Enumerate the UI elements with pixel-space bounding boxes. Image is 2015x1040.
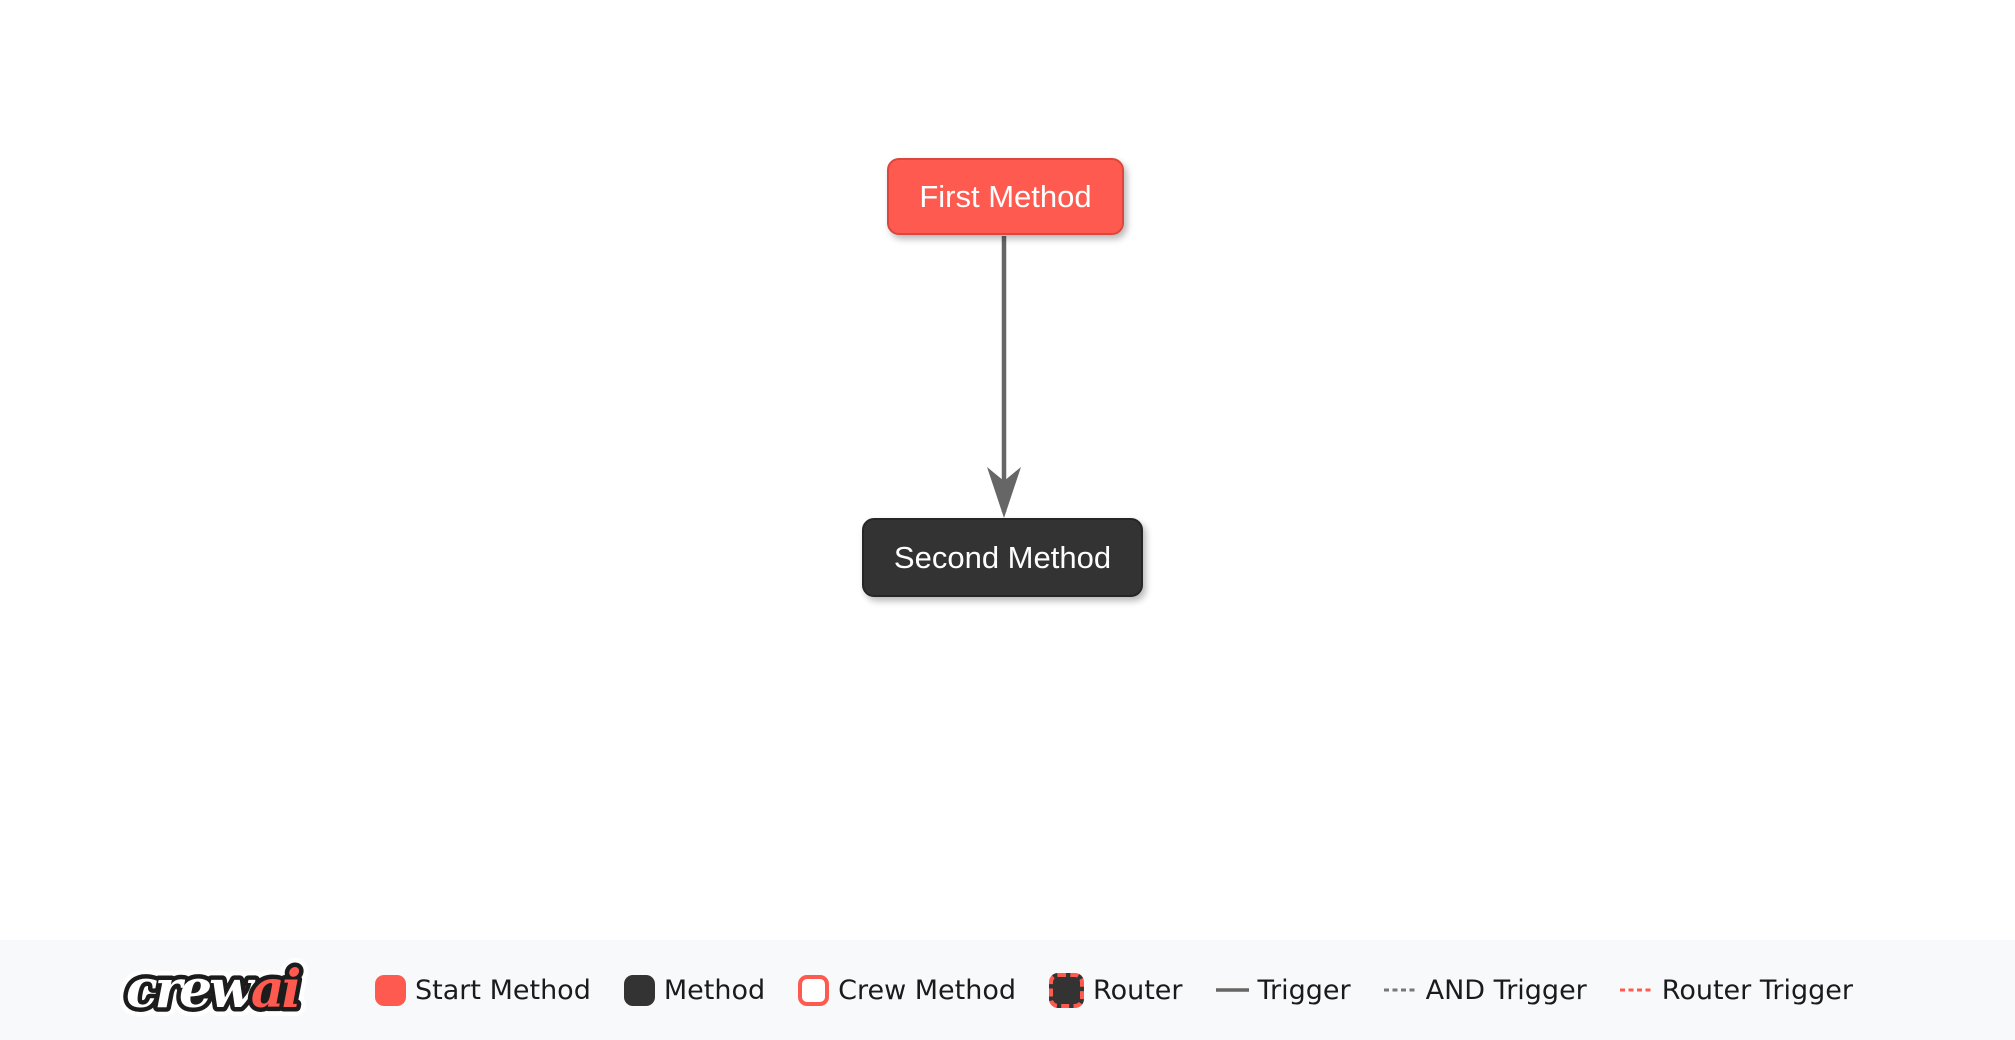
node-second-method-label: Second Method (893, 539, 1112, 575)
legend-label: Trigger (1257, 974, 1351, 1006)
and-trigger-line-icon (1383, 988, 1417, 992)
legend-item-trigger: Trigger (1215, 974, 1351, 1006)
legend-items-row: crewai crewai Start Method Method Crew M… (120, 953, 1853, 1027)
trigger-edge-arrow (987, 236, 1021, 518)
logo-word-crew: crew (126, 959, 256, 1020)
crew-method-swatch-icon (798, 974, 830, 1006)
legend-bar: crewai crewai Start Method Method Crew M… (0, 940, 2015, 1040)
node-first-method[interactable]: First Method (887, 158, 1124, 235)
legend-label: Start Method (415, 974, 591, 1006)
legend-item-and-trigger: AND Trigger (1383, 974, 1587, 1006)
legend-label: AND Trigger (1425, 974, 1587, 1006)
legend-item-crew-method: Crew Method (798, 974, 1017, 1006)
method-swatch-icon (623, 974, 655, 1006)
router-trigger-line-icon (1619, 988, 1653, 992)
legend-item-method: Method (623, 974, 766, 1006)
router-swatch-icon (1049, 972, 1085, 1008)
legend-label: Router Trigger (1661, 974, 1853, 1006)
node-second-method[interactable]: Second Method (862, 518, 1143, 597)
legend-item-start-method: Start Method (375, 974, 591, 1006)
flow-canvas: First Method Second Method (862, 158, 1143, 597)
svg-text:crewai: crewai (126, 959, 300, 1020)
node-first-method-label: First Method (919, 178, 1092, 214)
legend-label: Crew Method (838, 974, 1017, 1006)
start-method-swatch-icon (375, 974, 407, 1006)
trigger-line-icon (1215, 988, 1249, 992)
legend-item-router: Router (1049, 972, 1183, 1008)
crewai-logo: crewai crewai (120, 953, 312, 1027)
legend-label: Router (1093, 974, 1183, 1006)
logo-word-ai: ai (251, 959, 300, 1020)
legend-item-router-trigger: Router Trigger (1619, 974, 1853, 1006)
legend-label: Method (663, 974, 766, 1006)
